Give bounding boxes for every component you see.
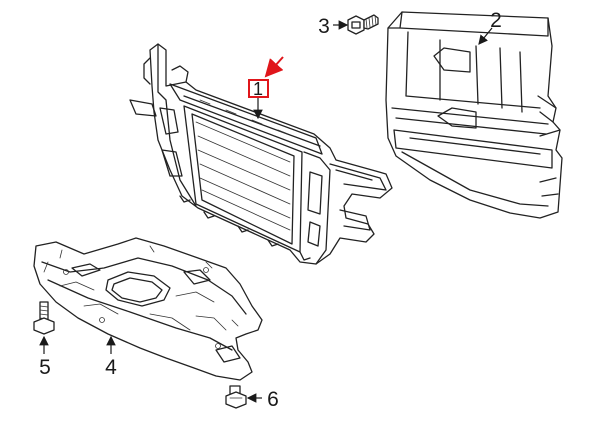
air-guide-part bbox=[385, 11, 563, 219]
highlight-box bbox=[248, 79, 269, 98]
callout-1-highlight bbox=[248, 56, 284, 98]
highlight-arrow bbox=[264, 56, 284, 78]
leader-2 bbox=[478, 27, 493, 45]
callout-2-label: 2 bbox=[490, 9, 502, 32]
callout-6-label: 6 bbox=[267, 388, 279, 411]
undercover-part bbox=[33, 237, 263, 381]
leader-lines bbox=[39, 20, 493, 403]
callout-4-label: 4 bbox=[105, 356, 117, 379]
bolt-5-part bbox=[33, 301, 55, 335]
radiator-support-part bbox=[129, 43, 393, 265]
callout-3-label: 3 bbox=[318, 15, 330, 38]
callout-labels: 1 2 3 4 5 6 bbox=[39, 9, 502, 411]
callout-5-label: 5 bbox=[39, 356, 51, 379]
clip-6-part bbox=[225, 385, 247, 409]
callout-1-label: 1 bbox=[253, 79, 263, 99]
bolt-3-part bbox=[347, 14, 379, 35]
